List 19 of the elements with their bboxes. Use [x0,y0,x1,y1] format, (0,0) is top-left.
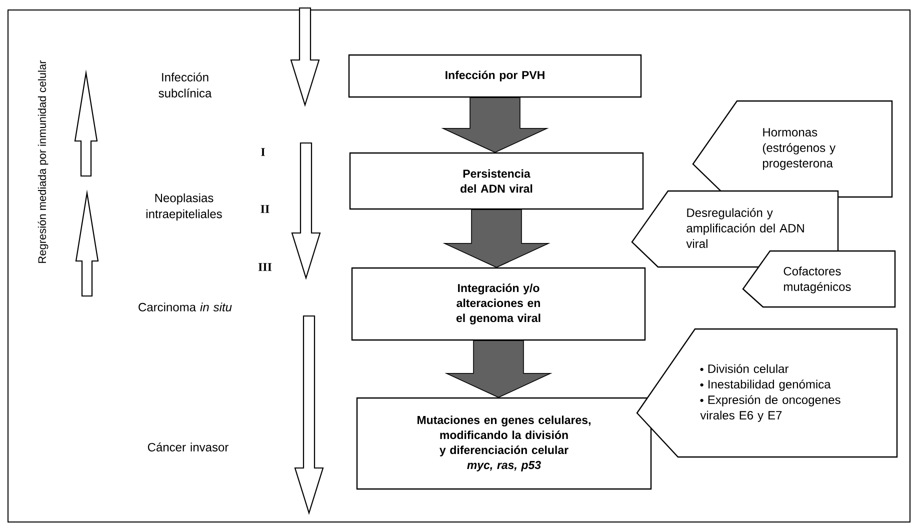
stage-numeral: I [261,148,265,156]
stage-label: Carcinoma in situ [138,302,232,312]
process-box: Mutaciones en genes celulares, modificando la división y diferenciación celular myc, ras, p53 [356,397,652,490]
stage-label: Cáncer invasor [148,442,228,452]
process-box: Infección por PVH [348,54,642,98]
hatched-arrow [441,97,549,153]
pentagon-callout: Cofactores mutagénicos [742,250,896,308]
hatched-arrow [444,340,552,398]
side-label: Regresión mediada por inmunidad celular [38,60,48,263]
hatched-arrow [442,209,550,268]
stage-label: Infección subclínica [158,72,212,98]
stage-label: Neoplasias intraepiteliales [146,193,222,221]
stage-numeral: II [260,205,270,213]
process-box: Integración y/o alteraciones en el genoma viral [351,267,646,341]
pentagon-callout: Desregulación y amplificación del ADN viral [631,190,839,268]
process-box: Persistencia del ADN viral [349,152,644,210]
pentagon-callout: División celular Inestabilidad genómica Expresión de oncogenes virales E6 y E7 [636,328,898,458]
pentagon-callout: Hormonas (estrógenos y progesterona [692,100,893,198]
stage-numeral: III [258,263,272,271]
